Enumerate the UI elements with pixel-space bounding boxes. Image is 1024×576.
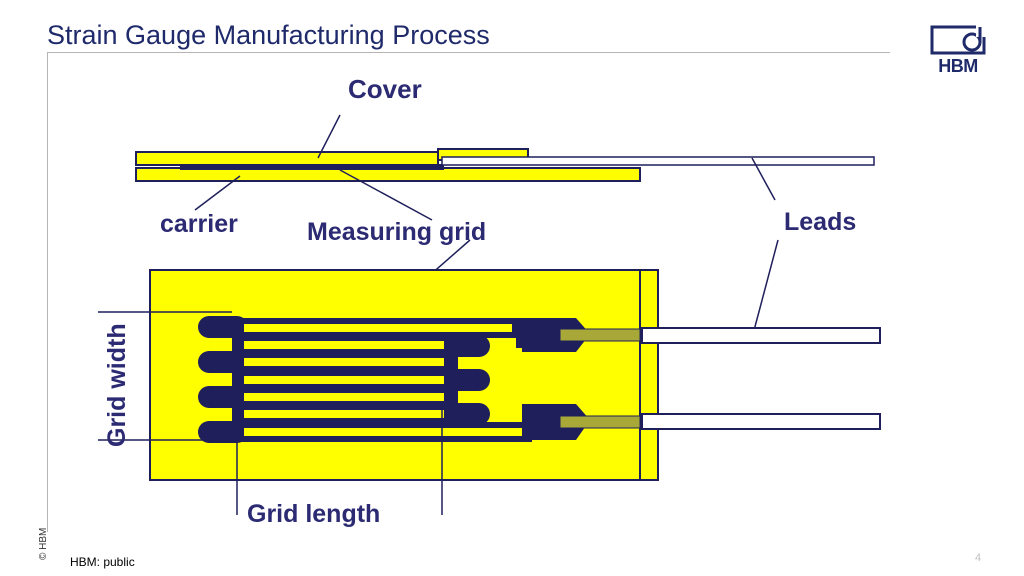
measuring-grid-layer: [180, 164, 444, 170]
hbm-logo: HBM: [930, 25, 986, 76]
hbm-logo-mark: [930, 25, 986, 55]
cross-section: [135, 148, 875, 182]
leads-leader-top: [751, 157, 776, 201]
carrier-edge: [639, 269, 659, 481]
page-number: 4: [975, 552, 982, 564]
measuring-grid: [198, 316, 532, 443]
leads-label: Leads: [784, 208, 857, 236]
slide-title: Strain Gauge Manufacturing Process: [47, 20, 490, 50]
carrier-leader: [194, 175, 241, 211]
measuring-grid-label: Measuring grid: [307, 218, 487, 246]
lead-contact-top: [559, 328, 641, 342]
dimension-lines: [98, 311, 443, 515]
grid-width-label: Grid width: [103, 323, 131, 447]
solder-tab-top: [522, 318, 590, 352]
lead-top: [641, 327, 881, 344]
solder-tab-bottom: [522, 404, 590, 440]
logo-text: HBM: [938, 56, 978, 76]
left-divider: [47, 52, 48, 532]
lead-bottom: [641, 413, 881, 430]
lead-wire-section: [441, 156, 875, 166]
cover-layer: [135, 151, 439, 166]
copyright-text: © HBM: [38, 527, 49, 560]
measuring-grid-leader-top: [339, 169, 433, 221]
solder-tabs: [522, 318, 641, 440]
footer-classification: HBM: public: [70, 555, 135, 569]
cover-leader: [317, 114, 341, 159]
lead-contact-bottom: [559, 415, 641, 429]
cover-label: Cover: [348, 74, 422, 104]
carrier-label: carrier: [160, 210, 238, 238]
grid-length-label: Grid length: [247, 500, 381, 528]
gauge-top-view: [149, 269, 881, 481]
title-divider: [47, 52, 890, 53]
leads-leader-bottom: [751, 239, 779, 339]
